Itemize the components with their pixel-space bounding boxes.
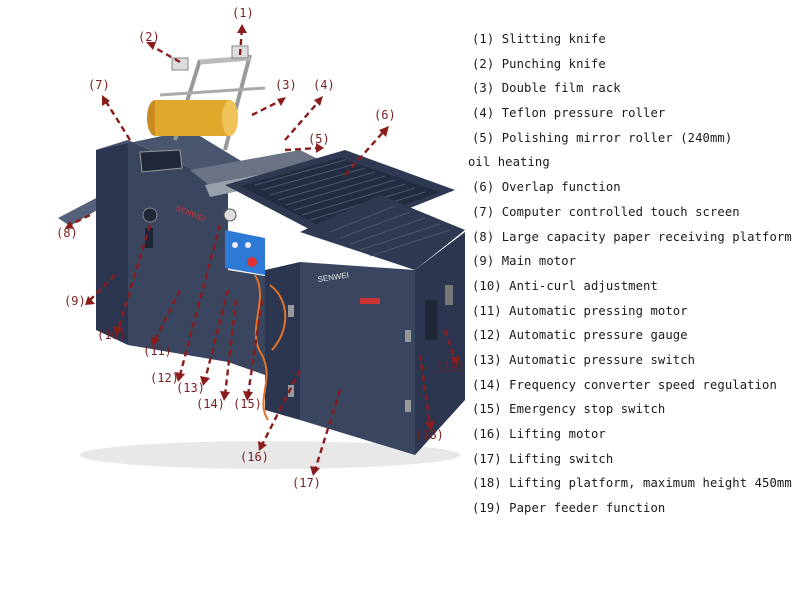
callout-11: (11) xyxy=(143,344,172,358)
callout-1: (1) xyxy=(232,6,254,20)
callout-7: (7) xyxy=(88,78,110,92)
legend-item: (15) Emergency stop switch xyxy=(472,402,666,417)
legend-item: (13) Automatic pressure switch xyxy=(472,352,696,367)
callout-4: (4) xyxy=(313,78,335,92)
callout-18: (18) xyxy=(415,428,444,442)
legend-item: (16) Lifting motor xyxy=(472,427,606,441)
touch-screen xyxy=(139,149,183,173)
legend-item: (4) Teflon pressure roller xyxy=(472,106,666,121)
left-cabinet-side xyxy=(96,140,128,345)
legend-item: (6) Overlap function xyxy=(472,180,621,195)
component-legend: (1) Slitting knife (2) Punching knife (3… xyxy=(468,27,798,521)
paper-feeder xyxy=(425,300,437,340)
callout-5: (5) xyxy=(308,132,330,146)
right-base-cabinet xyxy=(265,262,300,420)
callout-12: (12) xyxy=(150,371,179,385)
callout-numbers: (1) (2) (3) (4) (5) (6) (7) (8) (9) (10)… xyxy=(0,0,470,500)
callout-17: (17) xyxy=(292,476,321,490)
callout-19: (19) xyxy=(436,360,465,374)
left-cabinet-front xyxy=(128,140,228,362)
callout-6: (6) xyxy=(374,108,396,122)
emergency-stop-button xyxy=(247,257,257,267)
callout-13: (13) xyxy=(176,381,205,395)
legend-item: (14) Frequency converter speed regulatio… xyxy=(472,377,777,392)
laminating-machine-illustration: SENWEI xyxy=(58,24,465,476)
legend-item: (8) Large capacity paper receiving platf… xyxy=(472,229,792,244)
callout-16: (16) xyxy=(240,450,269,464)
legend-item: (9) Main motor xyxy=(472,254,577,269)
legend-item: (2) Punching knife xyxy=(472,56,606,71)
legend-item: (5) Polishing mirror roller (240mm) xyxy=(472,130,733,145)
anti-curl-knob xyxy=(142,207,158,223)
callout-8: (8) xyxy=(56,226,78,240)
callout-9: (9) xyxy=(64,294,86,308)
legend-item-continuation: oil heating xyxy=(468,155,550,170)
callout-10: (10) xyxy=(97,328,126,342)
legend-item: (1) Slitting knife xyxy=(472,32,606,46)
legend-item: (7) Computer controlled touch screen xyxy=(472,204,740,219)
legend-item: (10) Anti-curl adjustment xyxy=(472,278,658,293)
callout-15: (15) xyxy=(233,397,262,411)
legend-item: (3) Double film rack xyxy=(472,81,621,96)
legend-item: (18) Lifting platform, maximum height 45… xyxy=(472,476,792,491)
paper-receiving-platform xyxy=(58,196,104,226)
legend-item: (17) Lifting switch xyxy=(472,451,614,466)
callout-14: (14) xyxy=(196,397,225,411)
callout-3: (3) xyxy=(275,78,297,92)
callout-2: (2) xyxy=(138,30,160,44)
pressure-gauge xyxy=(223,208,237,222)
film-roll xyxy=(155,100,230,136)
legend-item: (19) Paper feeder function xyxy=(472,501,666,516)
legend-item: (12) Automatic pressure gauge xyxy=(472,328,688,343)
brand-right: SENWEI xyxy=(317,271,350,284)
legend-item: (11) Automatic pressing motor xyxy=(472,303,688,318)
